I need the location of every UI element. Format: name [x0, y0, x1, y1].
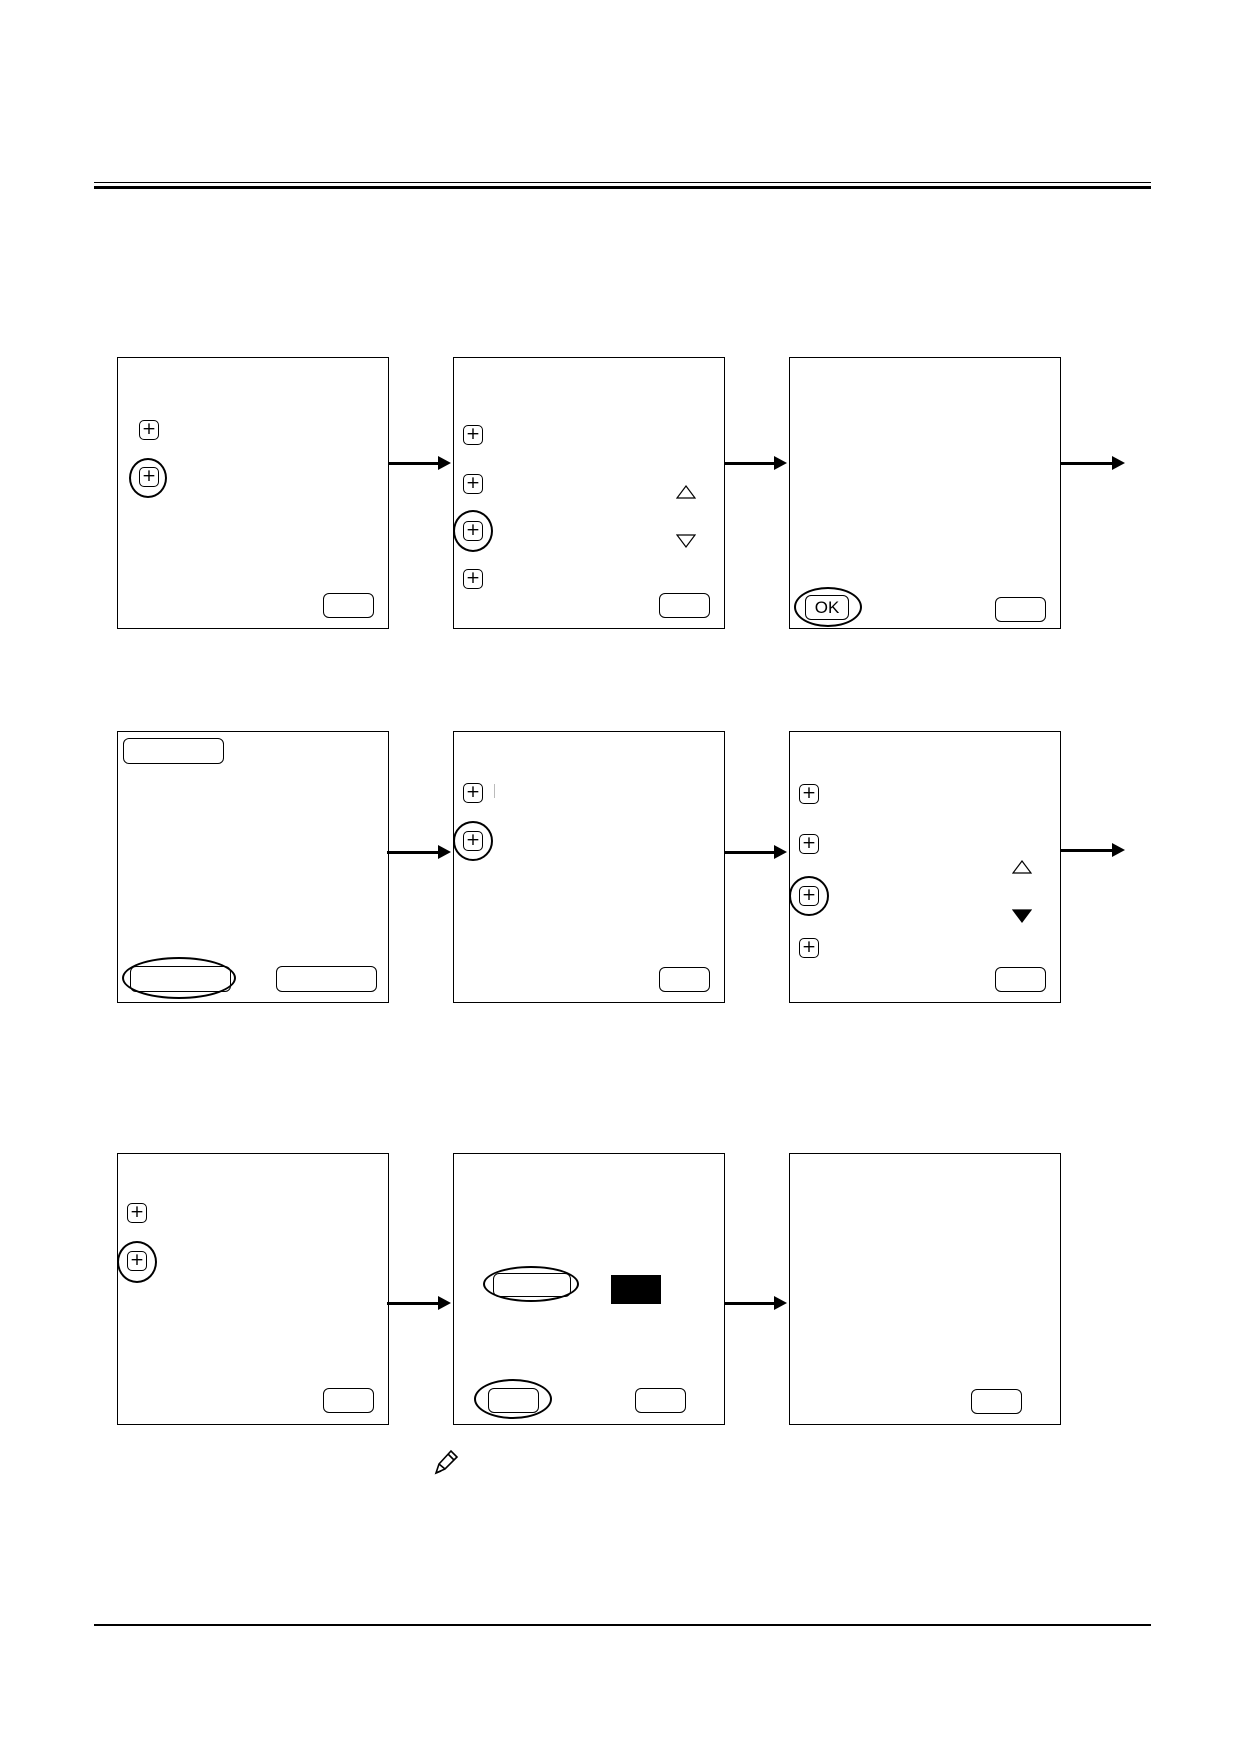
selection-circle: [129, 458, 167, 498]
plus-icon[interactable]: +: [799, 834, 819, 854]
right-arrow-icon: [387, 1296, 451, 1310]
triangle-up-icon[interactable]: [676, 485, 696, 499]
screen-row2-2: + +: [453, 731, 725, 1003]
selection-circle: [794, 587, 862, 627]
right-arrow-icon: [725, 1296, 787, 1310]
screen-button[interactable]: [995, 967, 1046, 992]
selection-circle: [117, 1241, 157, 1283]
screen-row2-3: + + + +: [789, 731, 1061, 1003]
screen-row1-3: OK: [789, 357, 1061, 629]
triangle-down-icon[interactable]: [676, 534, 696, 548]
screen-button[interactable]: [635, 1388, 686, 1413]
selection-circle: [453, 510, 493, 552]
selection-circle: [474, 1379, 552, 1419]
triangle-up-icon[interactable]: [1012, 860, 1032, 874]
footer-rule: [94, 1624, 1151, 1626]
right-arrow-icon: [1061, 456, 1125, 470]
plus-icon[interactable]: +: [463, 783, 483, 803]
selection-circle: [789, 876, 829, 916]
header-rule-thick: [94, 186, 1151, 189]
screen-row3-3: [789, 1153, 1061, 1425]
screen-row3-1: + +: [117, 1153, 389, 1425]
screen-button[interactable]: [323, 1388, 374, 1413]
top-wide-button[interactable]: [123, 738, 224, 764]
selection-circle: [483, 1266, 579, 1302]
selection-circle: [453, 821, 493, 861]
plus-icon[interactable]: +: [463, 474, 483, 494]
plus-icon[interactable]: +: [139, 420, 159, 440]
screen-row3-2: [453, 1153, 725, 1425]
plus-icon[interactable]: +: [127, 1203, 147, 1223]
triangle-down-icon[interactable]: [1012, 909, 1032, 923]
bottom-right-button[interactable]: [276, 966, 377, 992]
text-stub: [494, 784, 495, 798]
plus-icon[interactable]: +: [463, 569, 483, 589]
screen-row2-1: [117, 731, 389, 1003]
black-indicator-box: [611, 1275, 661, 1304]
plus-icon[interactable]: +: [463, 425, 483, 445]
screen-row1-1: + +: [117, 357, 389, 629]
screen-button[interactable]: [323, 593, 374, 618]
screen-row1-2: + + + +: [453, 357, 725, 629]
right-arrow-icon: [725, 845, 787, 859]
pencil-note-icon: [434, 1449, 459, 1475]
screen-button[interactable]: [995, 597, 1046, 622]
selection-circle: [122, 957, 236, 999]
right-arrow-icon: [387, 845, 451, 859]
plus-icon[interactable]: +: [799, 938, 819, 958]
right-arrow-icon: [1061, 843, 1125, 857]
right-arrow-icon: [389, 456, 451, 470]
right-arrow-icon: [725, 456, 787, 470]
screen-button[interactable]: [659, 593, 710, 618]
plus-icon[interactable]: +: [799, 784, 819, 804]
header-rule-thin: [94, 182, 1151, 183]
screen-button[interactable]: [971, 1389, 1022, 1414]
screen-button[interactable]: [659, 967, 710, 992]
